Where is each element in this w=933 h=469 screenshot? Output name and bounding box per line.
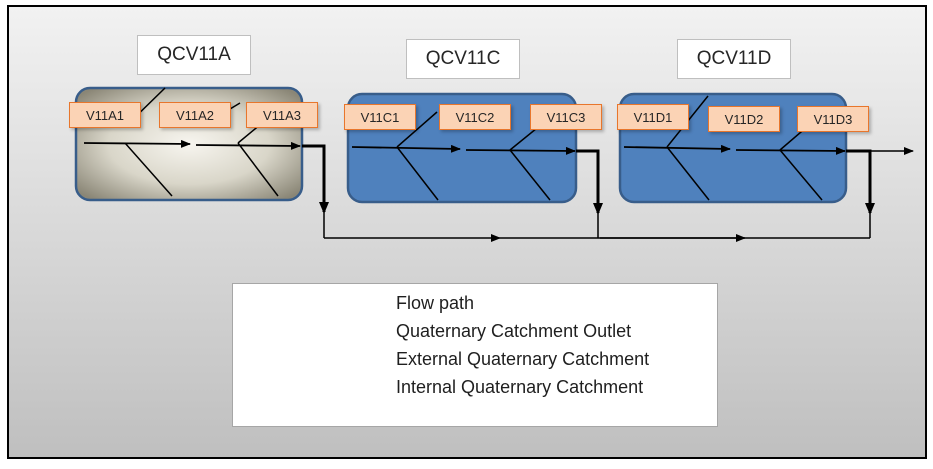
subcatchment-label: V11A1 [69, 102, 141, 128]
subcatchment-label: V11C2 [439, 104, 511, 130]
main-channel [323, 147, 914, 242]
subcatchment-label: V11D1 [617, 104, 689, 130]
subcatchment-label: V11A2 [159, 102, 231, 128]
legend-internal-label: Internal Quaternary Catchment [396, 377, 644, 397]
legend-outlet-label: Quaternary Catchment Outlet [396, 321, 632, 341]
subcatchment-label: V11D2 [708, 106, 780, 132]
subcatchment-label: V11A3 [246, 102, 318, 128]
legend-box [232, 283, 718, 427]
catchment-title-qcv11c: QCV11C [406, 39, 520, 79]
legend-flow-path-label: Flow path [396, 293, 475, 313]
catchment-title-qcv11d: QCV11D [677, 39, 791, 79]
subcatchment-label: V11C3 [530, 104, 602, 130]
subcatchment-label: V11C1 [344, 104, 416, 130]
flow-paths-internal [83, 139, 846, 155]
catchment-title-qcv11a: QCV11A [137, 35, 251, 75]
legend-external-label: External Quaternary Catchment [396, 349, 650, 369]
subcatchment-label: V11D3 [797, 106, 869, 132]
